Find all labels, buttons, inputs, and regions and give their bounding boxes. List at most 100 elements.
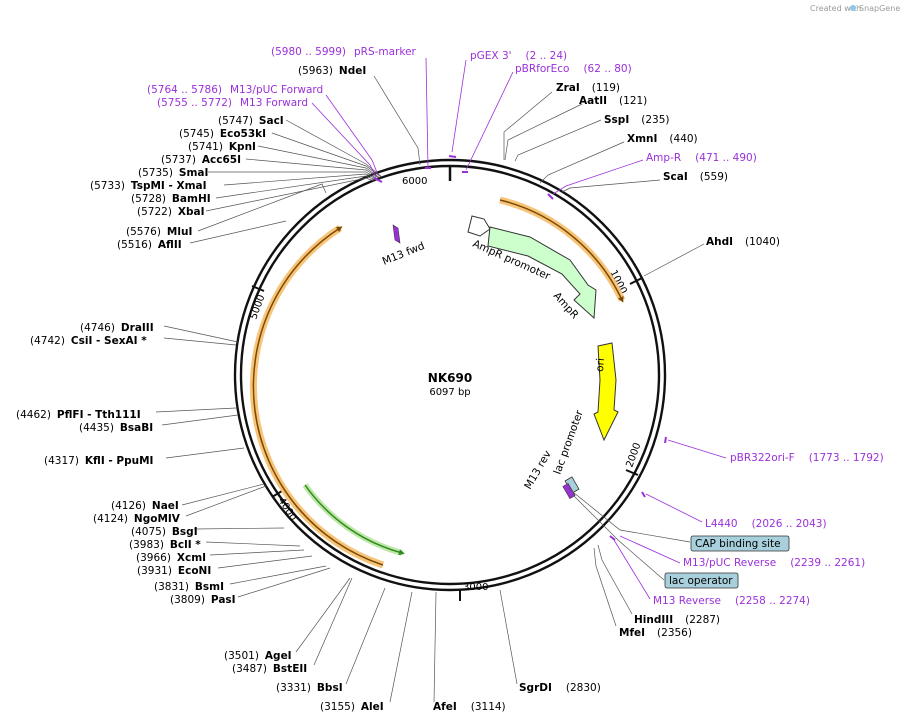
plasmid-size: 6097 bp	[429, 387, 470, 398]
primer-pgex3: pGEX 3'(2 .. 24)	[470, 50, 567, 62]
enzyme-bbsi: (3331)BbsI	[276, 682, 343, 694]
enzyme-aatii: AatII(121)	[579, 95, 647, 107]
leader-afei	[433, 591, 437, 703]
primer-m13puc-reverse: M13/pUC Reverse(2239 .. 2261)	[683, 557, 865, 569]
enzyme-ndei: (5963)NdeI	[298, 65, 366, 77]
primer-pbr322ori-f: pBR322ori-F(1773 .. 1792)	[730, 452, 884, 464]
primer-m13-reverse: M13 Reverse(2258 .. 2274)	[653, 595, 810, 607]
leader-sspi	[514, 119, 602, 162]
pgex3-site	[448, 155, 457, 158]
enzyme-draiii: (4746)DraIII	[80, 322, 154, 334]
pbr322ori-site	[664, 436, 667, 444]
leader-kpni	[257, 145, 381, 179]
enzyme-mfei: MfeI(2356)	[619, 627, 692, 639]
leader-pbrforeco	[465, 71, 514, 171]
enzyme-leaders	[155, 75, 705, 703]
tick-2000	[625, 469, 639, 476]
primer-l4440: L4440(2026 .. 2043)	[705, 518, 827, 530]
leader-kfli	[165, 447, 245, 459]
leader-ngomiv	[185, 485, 267, 517]
leader-smai	[208, 171, 379, 180]
leader-ahdi	[643, 243, 705, 277]
watermark-prefix: Created with	[810, 4, 861, 13]
tick-4000	[271, 490, 283, 498]
leader-eco53ki	[271, 132, 382, 178]
orf-arcs	[249, 196, 626, 569]
left-orf-arrow	[252, 226, 384, 566]
primer-m13-forward: (5755 .. 5772)M13 Forward	[157, 97, 308, 109]
leader-pasi	[237, 567, 331, 598]
m13-forward-site	[373, 177, 383, 183]
leader-prs-marker	[425, 57, 429, 169]
enzyme-bsabi: (4435)BsaBI	[79, 422, 153, 434]
enzyme-aflii: (5516)AflII	[117, 239, 182, 251]
enzyme-csii: (4742)CsiI - SexAI *	[30, 335, 147, 347]
green-orf-arc	[302, 483, 403, 556]
enzyme-agei: (3501)AgeI	[224, 650, 292, 662]
enzyme-bsgi: (4075)BsgI	[131, 526, 198, 538]
primer-labels: (5980 .. 5999)pRS-marker pGEX 3'(2 .. 24…	[147, 46, 884, 607]
leader-xbai	[205, 177, 375, 212]
enzyme-alei: (3155)AleI	[320, 701, 384, 713]
leader-cap-site	[567, 487, 691, 543]
enzyme-zrai: ZraI(119)	[556, 82, 620, 94]
enzyme-bsmi: (3831)BsmI	[154, 581, 224, 593]
enzyme-kfli: (4317)KflI - PpuMI	[44, 455, 153, 467]
enzyme-scai: ScaI(559)	[663, 171, 728, 183]
leader-pgex3	[451, 59, 467, 153]
features: AmpR promoter AmpR ori lac promoter M13 …	[381, 215, 619, 499]
leader-lac-operator	[571, 493, 665, 581]
tick-5000	[251, 285, 265, 292]
enzyme-xbai: (5722)XbaI	[137, 206, 205, 218]
leader-bbsi	[345, 587, 386, 685]
m13-fwd-label: M13 fwd	[381, 240, 427, 268]
enzyme-kpni: (5741)KpnI	[188, 141, 256, 153]
leader-sgrdi	[499, 589, 518, 685]
leader-bsgi	[193, 527, 285, 530]
leader-xcmi	[209, 549, 305, 556]
enzyme-ngomiv: (4124)NgoMIV	[93, 513, 181, 525]
leader-xmni	[539, 141, 625, 184]
leader-m13-forward	[311, 102, 377, 178]
green-orf-arrow	[304, 484, 405, 556]
enzyme-saci: (5747)SacI	[218, 115, 284, 127]
snapgene-logo-icon	[850, 5, 856, 11]
ampr-label: AmpR	[551, 290, 581, 321]
enzyme-bcli: (3983)BclI *	[129, 539, 201, 551]
enzyme-ahdi: AhdI(1040)	[706, 236, 780, 248]
ampr-orf-arrow	[499, 199, 624, 303]
enzyme-hindiii: HindIII(2287)	[634, 614, 720, 626]
m13-fwd-marker	[392, 224, 401, 244]
leader-aflii	[189, 220, 287, 244]
leader-ndei	[373, 75, 421, 166]
plasmid-name: NK690	[428, 371, 472, 385]
lac-operator-box	[664, 572, 739, 589]
tick-1000	[629, 277, 643, 285]
leader-pflfi	[155, 407, 237, 413]
cap-binding-site-box	[690, 535, 790, 552]
primer-m13puc-forward: (5764 .. 5786)M13/pUC Forward	[147, 84, 323, 96]
primer-amp-r: Amp-R(471 .. 490)	[646, 152, 757, 164]
leader-alei	[389, 591, 413, 703]
leader-amp-r	[552, 159, 644, 195]
leader-hindiii	[597, 544, 633, 615]
leader-mfei	[593, 547, 617, 627]
leader-l4440	[645, 493, 703, 523]
boxed-feature-labels: CAP binding site lac operator	[664, 535, 790, 589]
leader-zrai	[503, 91, 553, 160]
ori-feature-arrow	[593, 342, 619, 442]
leader-draiii	[163, 325, 239, 343]
ori-label: ori	[594, 358, 607, 372]
m13-rev-label: M13 rev	[522, 449, 554, 492]
leader-aatii	[504, 103, 583, 161]
leader-m13-reverse	[613, 539, 651, 600]
cap-binding-site-label: CAP binding site	[695, 538, 781, 550]
ampr-feature-arrow	[487, 226, 597, 320]
enzyme-tspmi: (5733)TspMI - XmaI	[90, 180, 207, 192]
watermark-brand: SnapGene	[859, 4, 900, 13]
enzyme-afei: AfeI(3114)	[433, 701, 506, 713]
m13-reverse-site	[609, 535, 616, 541]
primer-prs-marker: (5980 .. 5999)pRS-marker	[271, 46, 417, 58]
enzyme-sspi: SspI(235)	[604, 114, 669, 126]
